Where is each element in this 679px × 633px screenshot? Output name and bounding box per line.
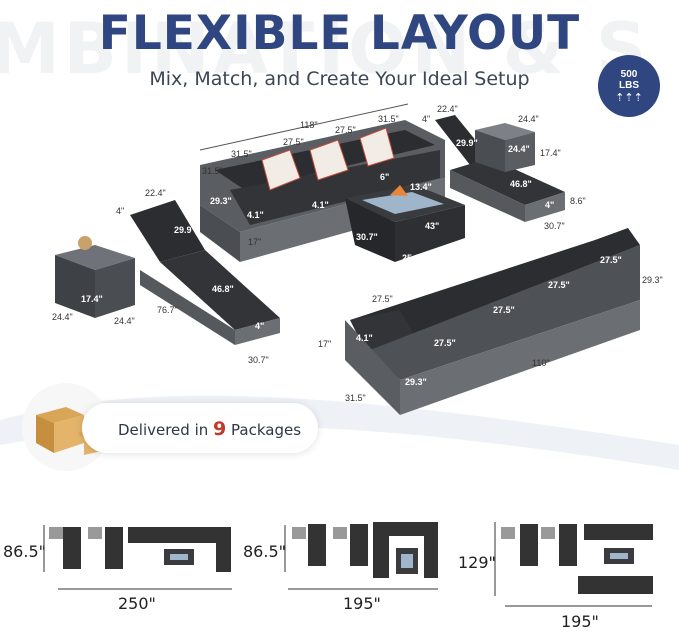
- dim-sofa-depth: 31.5": [202, 166, 223, 176]
- side-table-left: [55, 236, 135, 318]
- dim-table-corner: 6": [380, 172, 389, 182]
- badge-number: 500: [620, 69, 638, 80]
- layout-diagram-2: [284, 522, 438, 590]
- layout-1-width: 250": [118, 594, 156, 613]
- dim-sec-right: 29.3": [642, 275, 663, 285]
- layout-1-height: 86.5": [3, 542, 46, 561]
- dim-side-left-d: 24.4": [52, 312, 73, 322]
- dim-sofa-seg-2: 27.5": [283, 137, 304, 147]
- dim-lounger-left-back: 29.9": [174, 225, 196, 235]
- dim-side-top-d: 24.4": [508, 144, 530, 154]
- delivery-count: 9: [213, 418, 227, 440]
- dim-table-h: 25.6": [402, 253, 424, 263]
- dim-table-len: 30": [405, 215, 418, 225]
- dim-lounger-left-h: 8.6": [207, 346, 224, 356]
- dim-lounger-top-leg: 4": [545, 200, 554, 210]
- weight-capacity-arrows-icon: ⇡⇡⇡: [615, 92, 643, 104]
- dim-sofa-seg-3: 27.5": [335, 125, 356, 135]
- dim-sofa-seat-h: 29.3": [210, 196, 232, 206]
- dim-lounger-left-total: 76.7": [157, 305, 178, 315]
- dim-sec-height: 17": [318, 339, 331, 349]
- dim-side-left-w: 24.4": [114, 316, 135, 326]
- dim-sec-arm: 4.1": [356, 333, 373, 343]
- dim-sec-seat-3: 27.5": [548, 280, 570, 290]
- dim-sofa-arm: 4.1": [247, 210, 264, 220]
- dim-sofa-total: 118": [300, 120, 318, 130]
- side-table-top-right: [475, 123, 535, 172]
- dim-sofa-seg-4: 31.5": [378, 114, 399, 124]
- dim-lounger-top-len: 46.8": [510, 179, 532, 189]
- sofa-set-top: [200, 120, 445, 262]
- dim-sec-back: 27.5": [372, 294, 393, 304]
- delivery-suffix: Packages: [226, 421, 302, 439]
- delivery-prefix: Delivered in: [118, 421, 214, 439]
- dim-lounger-left-gap: 4": [116, 206, 124, 216]
- dim-side-top-w: 24.4": [518, 114, 539, 124]
- badge-unit: LBS: [619, 80, 639, 91]
- dim-sec-seat-4: 27.5": [600, 255, 622, 265]
- sectional-sofa: [345, 228, 640, 415]
- dim-sec-seat-1: 27.5": [434, 338, 456, 348]
- watermark-text: MBINATION & S: [0, 8, 651, 90]
- layout-2-width: 195": [343, 594, 381, 613]
- dim-lounger-top-side: 30.7": [544, 221, 565, 231]
- lounger-top-right: [435, 115, 565, 222]
- delivery-text: Delivered in 9 Packages: [118, 418, 301, 440]
- page-title: FLEXIBLE LAYOUT: [98, 6, 581, 61]
- dim-sec-seat-2: 27.5": [493, 305, 515, 315]
- dim-side-left-h: 17.4": [81, 294, 103, 304]
- fire-pit-table: [345, 185, 465, 262]
- dim-table-side: 30.7": [356, 232, 378, 242]
- weight-capacity-badge: 500 LBS ⇡⇡⇡: [598, 55, 660, 117]
- layout-2-height: 86.5": [243, 542, 286, 561]
- dim-sec-side: 31.5": [345, 393, 366, 403]
- layout-3-height: 129": [458, 553, 496, 572]
- page-subtitle: Mix, Match, and Create Your Ideal Setup: [149, 68, 530, 90]
- dim-lounger-top-back: 29.9": [456, 138, 478, 148]
- dim-sec-depth: 29.3": [405, 377, 427, 387]
- delivery-info-pill: Delivered in 9 Packages: [82, 403, 318, 453]
- dim-lounger-left-len: 46.8": [212, 284, 234, 294]
- lounger-left: [130, 200, 280, 345]
- dim-lounger-left-w: 22.4": [145, 188, 166, 198]
- dim-sofa-seat: 4.1": [312, 200, 329, 210]
- dim-lounger-left-leg: 4": [255, 321, 264, 331]
- layout-diagram-3: [494, 522, 653, 607]
- dim-lounger-top-w: 22.4": [437, 104, 458, 114]
- dim-side-top-h: 17.4": [540, 148, 561, 158]
- dim-table-depth: 13.4": [410, 182, 432, 192]
- dim-sofa-seg-1: 31.5": [231, 149, 252, 159]
- dim-lounger-top-h: 8.6": [570, 196, 586, 206]
- layout-diagram-1: [43, 525, 232, 590]
- dim-lounger-left-side: 30.7": [248, 355, 269, 365]
- dim-sec-len: 110": [532, 358, 550, 368]
- dim-sofa-height: 17": [248, 237, 261, 247]
- layout-3-width: 195": [561, 612, 599, 631]
- dim-table-w: 43": [425, 221, 439, 231]
- dim-lounger-top-gap: 4": [422, 114, 430, 124]
